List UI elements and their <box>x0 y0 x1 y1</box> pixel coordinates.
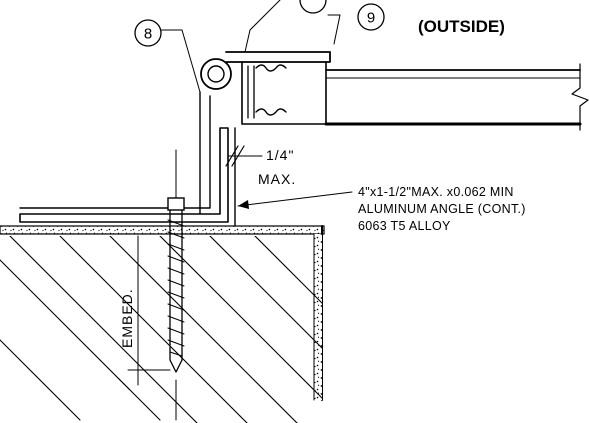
angle-note-leader <box>237 191 353 209</box>
partial-callout <box>299 0 327 14</box>
concrete-slab <box>0 225 325 423</box>
angle-note-line2: ALUMINUM ANGLE (CONT.) <box>358 202 526 216</box>
embed-dimension <box>117 235 171 391</box>
anchor-screw <box>167 149 185 421</box>
frame-profile <box>200 51 589 131</box>
callout-9: 9 <box>357 3 385 31</box>
callout-leaders <box>159 0 341 93</box>
aluminum-angle <box>19 91 236 227</box>
callout-9-number: 9 <box>367 10 375 27</box>
callout-8: 8 <box>134 19 162 47</box>
angle-note-line3: 6063 T5 ALLOY <box>358 219 451 233</box>
gap-dimension <box>225 145 263 167</box>
callout-8-number: 8 <box>144 26 152 43</box>
embed-label: EMBED. <box>119 288 135 348</box>
dimension-line1: 1/4" <box>266 147 294 163</box>
dimension-line2: MAX. <box>258 171 296 187</box>
outside-label: (OUTSIDE) <box>418 17 505 36</box>
slab-hatch <box>0 236 322 423</box>
angle-note-line1: 4"x1-1/2"MAX. x0.062 MIN <box>358 185 514 199</box>
